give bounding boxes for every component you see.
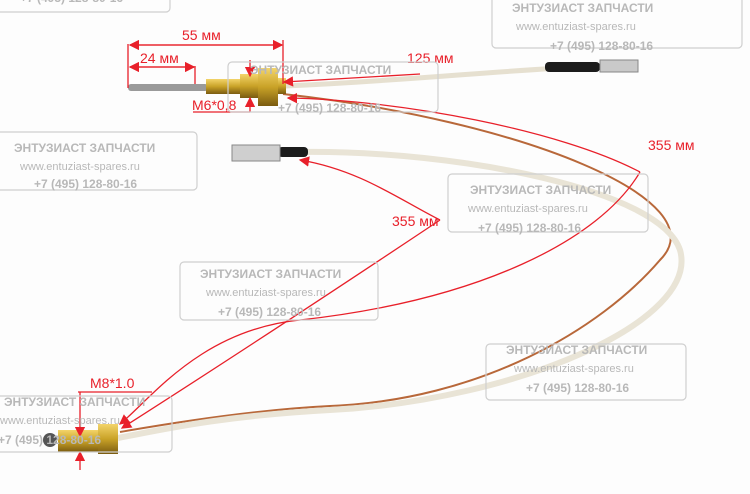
svg-text:www.entuziast-spares.ru: www.entuziast-spares.ru xyxy=(205,287,326,299)
dimension-annotations: 55 мм 24 мм M6*0,8 125 мм 355 мм 355 мм … xyxy=(74,27,695,470)
svg-text:+7 (495) 128-80-16: +7 (495) 128-80-16 xyxy=(218,305,321,319)
watermark: ЭНТУЗИАСТ ЗАПЧАСТИ www.entuziast-spares.… xyxy=(485,343,687,401)
dim-cable-right: 355 мм xyxy=(648,137,695,153)
svg-text:+7 (495) 128-80-16: +7 (495) 128-80-16 xyxy=(550,39,653,53)
svg-text:www.entuziast-spares.ru: www.entuziast-spares.ru xyxy=(513,363,634,375)
svg-text:+7 (495) 128-80-16: +7 (495) 128-80-16 xyxy=(20,0,123,5)
svg-text:ЭНТУЗИАСТ ЗАПЧАСТИ: ЭНТУЗИАСТ ЗАПЧАСТИ xyxy=(506,343,647,357)
svg-text:www.entuziast-spares.ru: www.entuziast-spares.ru xyxy=(515,21,636,33)
svg-text:+7 (495) 128-80-16: +7 (495) 128-80-16 xyxy=(526,381,629,395)
watermark: ЭНТУЗИАСТ ЗАПЧАСТИ www.entuziast-spares.… xyxy=(0,131,198,191)
dim-lead-top: 125 мм xyxy=(407,50,454,66)
watermark: ЭНТУЗИАСТ ЗАПЧАСТИ www.entuziast-spares.… xyxy=(447,173,649,235)
watermark: ЭНТУЗИАСТ ЗАПЧАСТИ www.entuziast-spares.… xyxy=(179,261,379,321)
svg-text:www.entuziast-spares.ru: www.entuziast-spares.ru xyxy=(467,203,588,215)
watermark: ЭНТУЗИАСТ ЗАПЧАСТИ www.entuziast-spares.… xyxy=(491,0,743,53)
svg-text:ЭНТУЗИАСТ ЗАПЧАСТИ: ЭНТУЗИАСТ ЗАПЧАСТИ xyxy=(250,63,391,77)
svg-text:ЭНТУЗИАСТ ЗАПЧАСТИ: ЭНТУЗИАСТ ЗАПЧАСТИ xyxy=(470,183,611,197)
dim-thread-bottom: M8*1.0 xyxy=(90,375,135,391)
bottom-thermocouple-probe xyxy=(43,424,118,454)
svg-text:ЭНТУЗИАСТ ЗАПЧАСТИ: ЭНТУЗИАСТ ЗАПЧАСТИ xyxy=(4,395,145,409)
svg-text:+7 (495) 128-80-16: +7 (495) 128-80-16 xyxy=(478,221,581,235)
svg-text:+7 (495) 128-80-16: +7 (495) 128-80-16 xyxy=(34,177,137,191)
svg-text:+7 (495) 128-80-16: +7 (495) 128-80-16 xyxy=(0,433,101,447)
dim-overall-probe: 55 мм xyxy=(182,27,221,43)
svg-text:+7 (495) 128-80-16: +7 (495) 128-80-16 xyxy=(278,101,381,115)
dim-cable-middle: 355 мм xyxy=(392,213,439,229)
dim-probe-tip: 24 мм xyxy=(140,50,179,66)
svg-text:ЭНТУЗИАСТ ЗАПЧАСТИ: ЭНТУЗИАСТ ЗАПЧАСТИ xyxy=(512,1,653,15)
watermark: ЭНТУЗИАСТ ЗАПЧАСТИ +7 (495) 128-80-16 xyxy=(227,61,439,115)
watermark: ЭНТУЗИАСТ ЗАПЧАСТИ www.entuziast-spares.… xyxy=(0,395,173,453)
svg-text:www.entuziast-spares.ru: www.entuziast-spares.ru xyxy=(0,415,120,427)
top-thermocouple-probe xyxy=(128,68,286,106)
svg-text:ЭНТУЗИАСТ ЗАПЧАСТИ: ЭНТУЗИАСТ ЗАПЧАСТИ xyxy=(14,141,155,155)
svg-text:www.entuziast-spares.ru: www.entuziast-spares.ru xyxy=(19,161,140,173)
svg-text:ЭНТУЗИАСТ ЗАПЧАСТИ: ЭНТУЗИАСТ ЗАПЧАСТИ xyxy=(200,267,341,281)
watermark: +7 (495) 128-80-16 xyxy=(0,0,171,13)
dim-thread-top: M6*0,8 xyxy=(192,97,237,113)
